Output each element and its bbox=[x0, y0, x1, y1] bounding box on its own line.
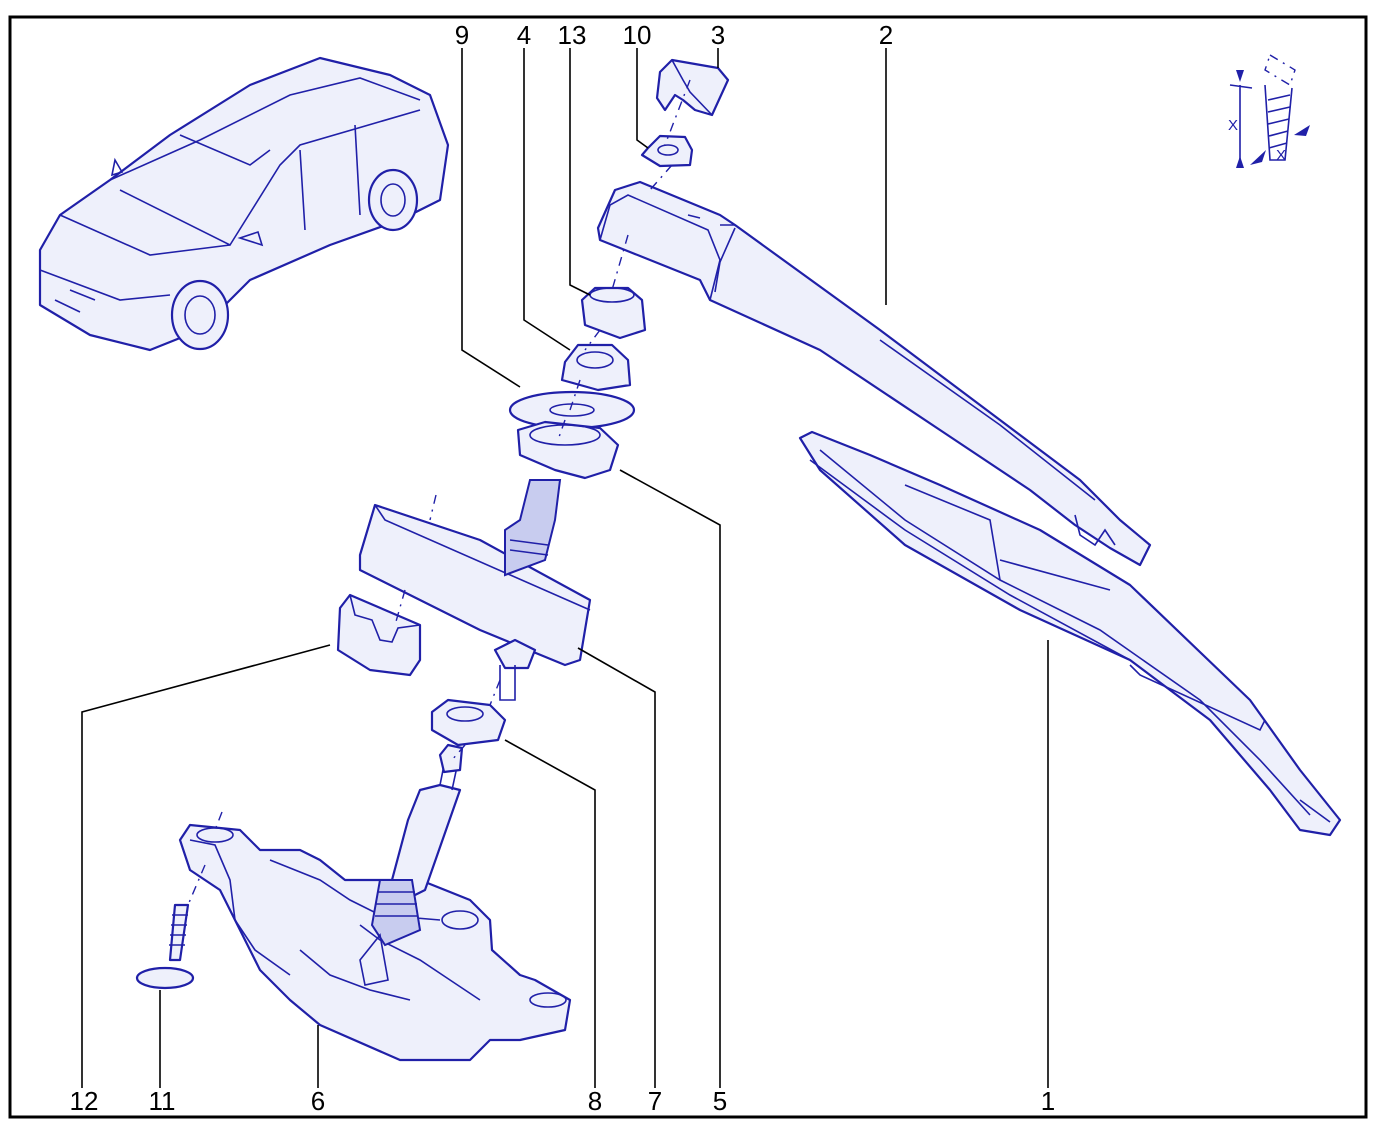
part-washer-9 bbox=[508, 390, 636, 430]
part-screw-11 bbox=[135, 903, 195, 990]
part-mounting-block-7 bbox=[358, 479, 592, 701]
callout-9: 9 bbox=[455, 20, 469, 50]
callout-7: 7 bbox=[648, 1086, 662, 1116]
callout-2: 2 bbox=[879, 20, 893, 50]
assembly-axes bbox=[187, 79, 691, 906]
part-clip-12 bbox=[336, 593, 422, 677]
leader-lines bbox=[81, 48, 1049, 1088]
callout-3: 3 bbox=[711, 20, 725, 50]
callout-labels: 9 4 13 10 3 2 12 11 6 8 7 5 1 bbox=[70, 20, 1056, 1116]
wiper-arm bbox=[596, 180, 1152, 567]
callout-8: 8 bbox=[588, 1086, 602, 1116]
wiper-blade bbox=[798, 430, 1342, 837]
part-nut-4 bbox=[560, 343, 632, 392]
part-nut-10 bbox=[640, 134, 694, 168]
callout-11: 11 bbox=[149, 1086, 176, 1116]
part-motor-assembly-6 bbox=[178, 743, 572, 1062]
callout-6: 6 bbox=[311, 1086, 325, 1116]
callout-13: 13 bbox=[558, 20, 587, 50]
torque-label-x-vertical: X bbox=[1228, 117, 1238, 134]
torque-symbol: X X bbox=[1228, 53, 1310, 168]
part-nut-8 bbox=[430, 698, 507, 747]
callout-12: 12 bbox=[70, 1086, 99, 1116]
callout-5: 5 bbox=[713, 1086, 727, 1116]
callout-1: 1 bbox=[1041, 1086, 1055, 1116]
vehicle-illustration bbox=[38, 56, 450, 352]
part-cap-3 bbox=[655, 58, 730, 117]
callout-10: 10 bbox=[623, 20, 652, 50]
callout-4: 4 bbox=[517, 20, 531, 50]
torque-label-x-horizontal: X bbox=[1276, 147, 1286, 164]
part-bush-13 bbox=[580, 286, 647, 340]
